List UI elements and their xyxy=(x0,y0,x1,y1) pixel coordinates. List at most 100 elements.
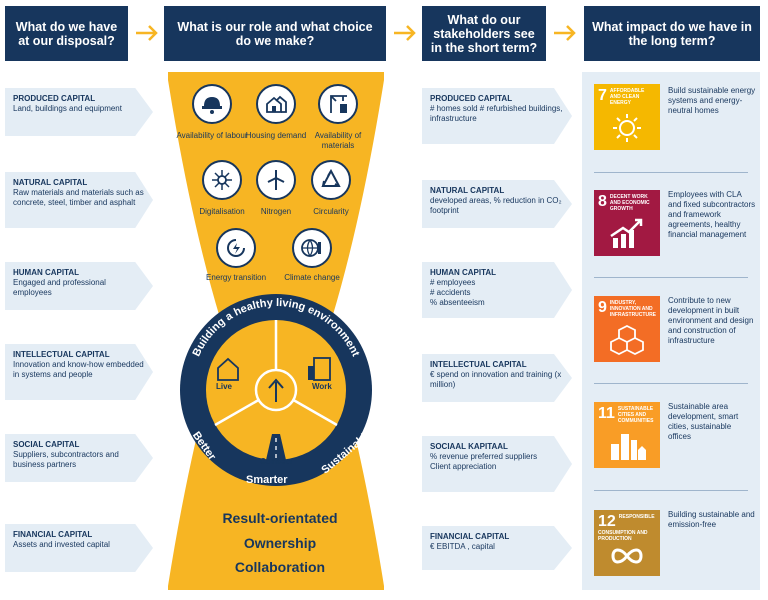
role-label: Circularity xyxy=(313,207,349,216)
capital-title: INTELLECTUAL CAPITAL xyxy=(430,360,527,369)
capital-desc: € spend on innovation and training (x mi… xyxy=(430,370,562,389)
city-icon xyxy=(611,434,646,460)
capital-title: PRODUCED CAPITAL xyxy=(430,94,513,103)
role-label: Housing demand xyxy=(245,131,307,140)
role-label: Availability of materials xyxy=(314,131,362,150)
sdg-separator xyxy=(594,172,748,173)
role-label: Digitalisation xyxy=(199,207,245,216)
capital-title: HUMAN CAPITAL xyxy=(430,268,497,277)
sdg-separator xyxy=(594,277,748,278)
sdg-11-text: Sustainable area development, smart citi… xyxy=(668,402,739,441)
houses-icon xyxy=(256,84,296,124)
energy-icon xyxy=(216,228,256,268)
arrow-right-icon xyxy=(394,25,416,41)
capital-title: HUMAN CAPITAL xyxy=(13,268,80,277)
sdg-label: AFFORDABLE AND CLEAN ENERGY xyxy=(609,88,645,106)
sdg-number: 7 xyxy=(598,87,607,104)
ring-text-layer: Building a healthy living environment xyxy=(191,297,362,359)
capital-title: SOCIAAL KAPITAAL xyxy=(430,442,508,451)
capital-title: SOCIAL CAPITAL xyxy=(13,440,80,449)
sdg-number: 9 xyxy=(598,299,607,316)
sdg-separator xyxy=(594,383,748,384)
live-house-icon xyxy=(217,357,239,381)
sdg-8-text: Employees with CLA and fixed subcontract… xyxy=(668,190,756,239)
role-label: Nitrogen xyxy=(260,207,292,216)
wheel-label-work: Work xyxy=(312,382,332,391)
header-disposal: What do we have at our disposal? xyxy=(5,6,128,61)
growth-chart-icon xyxy=(610,218,643,248)
sdg-label: SUSTAINABLE CITIES AND COMMUNITIES xyxy=(617,406,654,424)
sdg-7-text: Build sustainable energy systems and ene… xyxy=(668,86,756,115)
crane-icon xyxy=(318,84,358,124)
capital-title: FINANCIAL CAPITAL xyxy=(13,530,93,539)
sdg-number: 12 xyxy=(598,513,616,530)
capital-title: PRODUCED CAPITAL xyxy=(13,94,96,103)
infinity-icon xyxy=(611,548,643,564)
short-term-human: HUMAN CAPITAL# employees # accidents % a… xyxy=(422,262,572,318)
capital-title: NATURAL CAPITAL xyxy=(13,178,88,187)
short-term-intellectual: INTELLECTUAL CAPITAL€ spend on innovatio… xyxy=(422,354,572,402)
short-term-social: SOCIAAL KAPITAAL% revenue preferred supp… xyxy=(422,436,572,492)
value-collaboration: Collaboration xyxy=(234,559,326,575)
value-ownership: Ownership xyxy=(243,535,317,551)
wind-turbine-icon xyxy=(256,160,296,200)
role-label: Climate change xyxy=(284,273,340,282)
ring-text: Building a healthy living environment xyxy=(191,297,362,359)
arrow-right-icon xyxy=(554,25,576,41)
sun-icon xyxy=(613,114,641,142)
header-role: What is our role and what choice do we m… xyxy=(164,6,386,61)
globe-thermometer-icon xyxy=(292,228,332,268)
arrow-right-icon xyxy=(136,25,158,41)
digital-circuit-icon xyxy=(202,160,242,200)
header-stakeholders: What do our stakeholders see in the shor… xyxy=(422,6,546,61)
short-term-produced: PRODUCED CAPITAL# homes sold # refurbish… xyxy=(422,88,572,144)
wheel-label-smarter: Smarter xyxy=(246,474,288,486)
capital-desc: Raw materials and materials such as conc… xyxy=(13,188,144,207)
role-label: Availability of labour xyxy=(176,131,248,140)
work-building-icon xyxy=(308,357,331,381)
wheel-label-connect: Connect xyxy=(260,457,292,466)
short-term-financial: FINANCIAL CAPITAL€ EBITDA , capital xyxy=(422,526,572,570)
sdg-12-text: Building sustainable and emission-free xyxy=(668,510,755,529)
role-label: Energy transition xyxy=(205,273,267,282)
cubes-icon xyxy=(610,324,644,356)
capital-desc: % revenue preferred suppliers Client app… xyxy=(430,452,538,471)
header-impact: What impact do we have in the long term? xyxy=(584,6,760,61)
sdg-label: INDUSTRY, INNOVATION AND INFRASTRUCTURE xyxy=(609,300,657,318)
capital-title: NATURAL CAPITAL xyxy=(430,186,505,195)
capital-desc: Land, buildings and equipment xyxy=(13,104,122,113)
capital-desc: # homes sold # refurbished buildings, in… xyxy=(430,104,563,123)
capital-title: INTELLECTUAL CAPITAL xyxy=(13,350,110,359)
connect-road-icon xyxy=(266,434,286,460)
capital-desc: Suppliers, subcontractors and business p… xyxy=(13,450,119,469)
value-result-orientated: Result-orientated xyxy=(222,510,338,526)
capital-desc: € EBITDA , capital xyxy=(430,542,495,551)
capital-desc: Engaged and professional employees xyxy=(13,278,106,297)
sdg-label: DECENT WORK AND ECONOMIC GROWTH xyxy=(609,194,650,212)
capital-desc: # employees # accidents % absenteeism xyxy=(430,278,485,307)
worker-helmet-icon xyxy=(192,84,232,124)
capital-desc: developed areas, % reduction in CO₂ foot… xyxy=(430,196,562,215)
sdg-separator xyxy=(594,490,748,491)
sdg-9-text: Contribute to new development in built e… xyxy=(668,296,754,345)
sdg-number: 8 xyxy=(598,193,607,210)
wheel-label-live: Live xyxy=(216,382,233,391)
sdg-label: RESPONSIBLE CONSUMPTION AND PRODUCTION xyxy=(598,514,655,542)
capital-desc: Assets and invested capital xyxy=(13,540,110,549)
capital-title: FINANCIAL CAPITAL xyxy=(430,532,510,541)
recycle-icon xyxy=(311,160,351,200)
capital-desc: Innovation and know-how embedded in syst… xyxy=(13,360,144,379)
healthy-living-wheel xyxy=(180,294,372,486)
